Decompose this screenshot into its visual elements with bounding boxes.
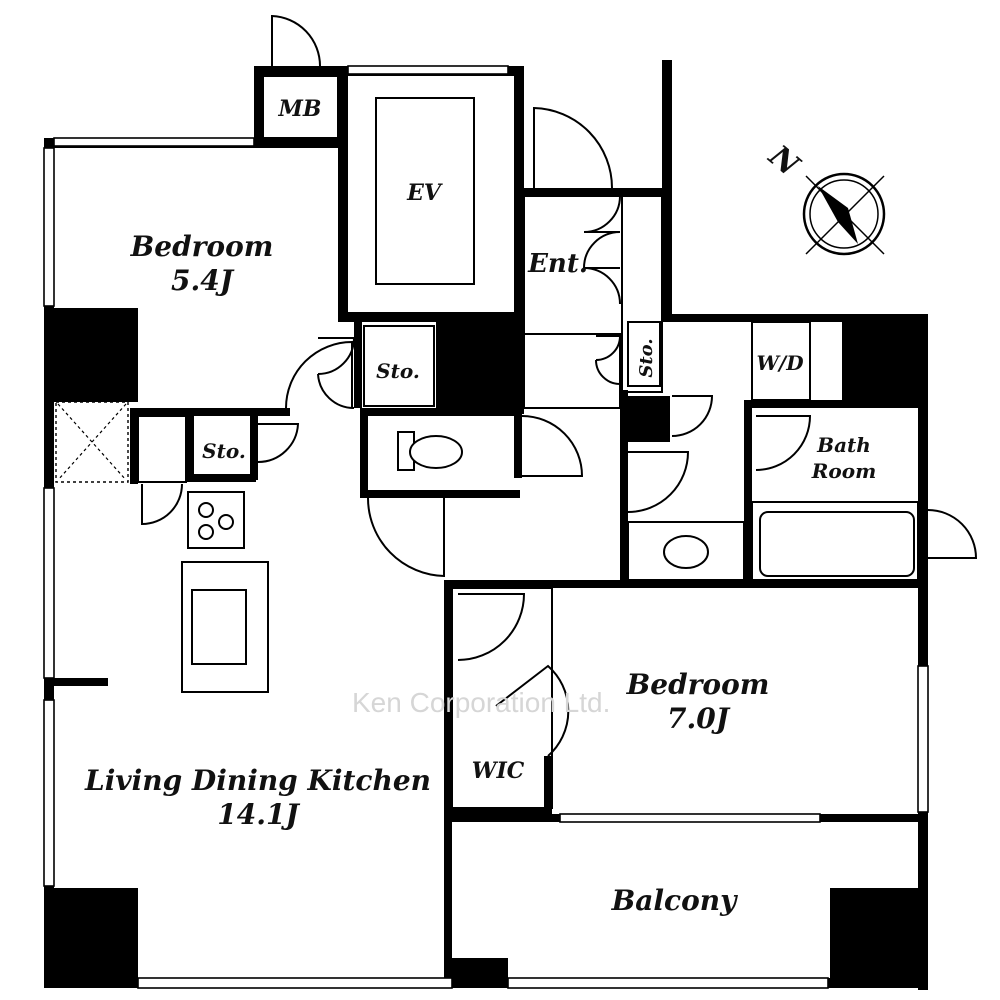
fixtures <box>55 401 915 693</box>
storage-entrance-label: Sto. <box>636 338 657 377</box>
doors <box>141 14 978 757</box>
room-labels: MB EV Bedroom 5.4J Ent. Sto. Sto. Sto. W… <box>84 96 876 917</box>
wic-label: WIC <box>472 758 525 784</box>
watermark: Ken Corporation Ltd. <box>352 687 610 718</box>
storage-left-label: Sto. <box>202 439 246 463</box>
ldk-name: Living Dining Kitchen <box>84 764 431 797</box>
ev-label: EV <box>406 180 443 206</box>
bedroom2-size: 7.0J <box>667 702 731 735</box>
mb-label: MB <box>278 96 322 122</box>
north-label: N <box>761 138 806 184</box>
bath-label-1: Bath <box>816 433 871 457</box>
windows <box>43 65 929 989</box>
walls <box>44 60 928 990</box>
bedroom1-size: 5.4J <box>171 264 235 297</box>
ldk-size: 14.1J <box>217 798 300 831</box>
entrance-label: Ent. <box>527 249 588 279</box>
north-arrow-icon <box>802 172 886 256</box>
partitions <box>137 75 919 809</box>
storage-center-label: Sto. <box>376 359 420 383</box>
compass: N <box>761 138 886 256</box>
bedroom2-name: Bedroom <box>626 668 770 701</box>
bedroom1-name: Bedroom <box>130 230 274 263</box>
bath-label-2: Room <box>811 459 876 483</box>
wd-label: W/D <box>756 351 804 375</box>
balcony-label: Balcony <box>611 884 739 917</box>
